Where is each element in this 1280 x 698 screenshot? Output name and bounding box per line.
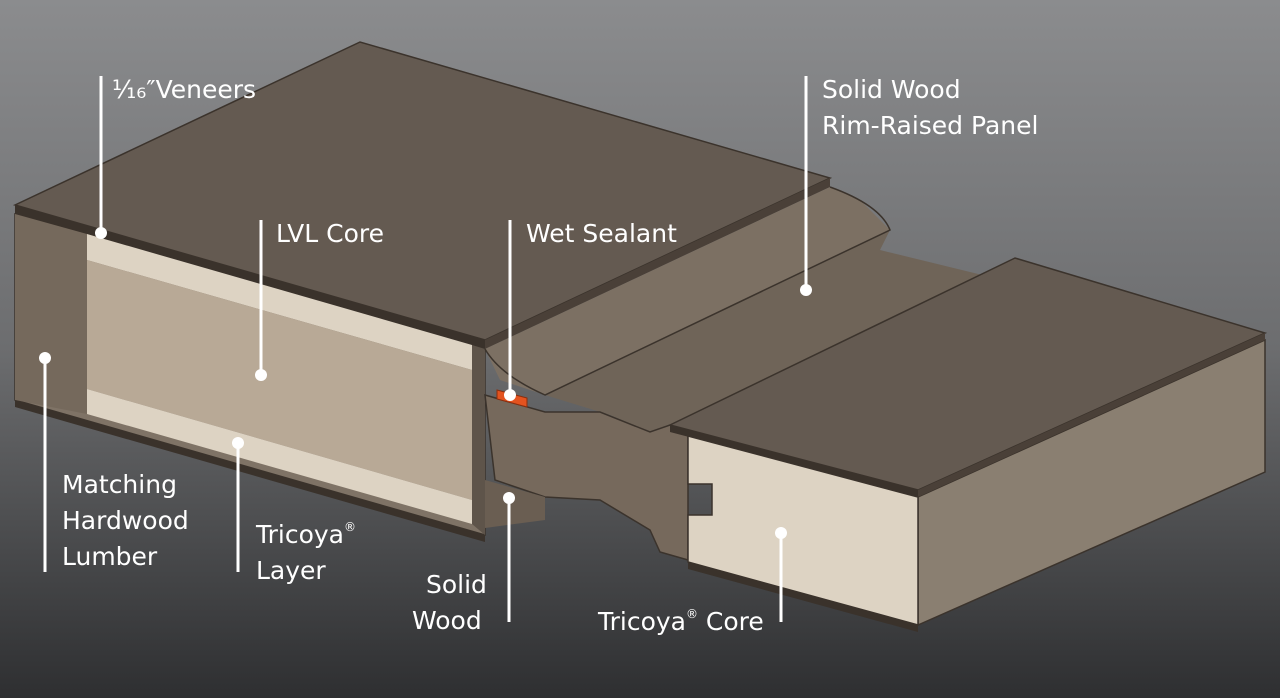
right-top-veneer-edge [670, 425, 918, 497]
lvl-core-dot [255, 369, 267, 381]
tricoya-layer-label: Tricoya® Layer [256, 509, 356, 589]
tricoya-layer-top [87, 234, 472, 370]
tricoya-core-registered-mark: ® [685, 607, 698, 621]
wet-sealant-label: Wet Sealant [526, 216, 677, 252]
solid-wood-label: Solid Wood [412, 567, 487, 639]
left-bottom-veneer [15, 400, 485, 542]
solid-wood-dot [503, 492, 515, 504]
right-side-veneer [918, 333, 1265, 497]
lvl-core-label: LVL Core [276, 216, 384, 252]
lvl-core [87, 260, 472, 500]
left-top-veneer-edge [15, 205, 485, 349]
tricoya-core-dot [775, 527, 787, 539]
tricoya-layer-dot [232, 437, 244, 449]
lvl-core-label-text: LVL Core [276, 219, 385, 248]
tricoya-layer-line-1: Tricoya® [256, 509, 356, 553]
solid-wood-line-1: Solid [426, 570, 487, 599]
solid-wood-line-2: Wood [412, 606, 482, 635]
veneers-dot [95, 227, 107, 239]
tricoya-layer-brand: Tricoya [256, 520, 344, 549]
left-groove [472, 345, 485, 535]
hardwood-lumber-band [15, 214, 87, 414]
tricoya-core-label: Tricoya® Core [598, 596, 764, 640]
solid-wood-panel-line-2: Rim-Raised Panel [822, 111, 1039, 140]
wet-sealant-dot [504, 389, 516, 401]
veneers-label-text: ¹⁄₁₆″Veneers [112, 75, 257, 104]
matching-hardwood-line-1: Matching [62, 470, 177, 499]
wet-sealant-label-text: Wet Sealant [526, 219, 677, 248]
matching-hardwood-label: Matching Hardwood Lumber [62, 467, 189, 575]
left-top-veneer-edge-right [485, 178, 830, 349]
panel-rim-edge [484, 186, 891, 396]
solid-wood-groove-lower [485, 480, 545, 528]
tricoya-layer-line-2: Layer [256, 556, 326, 585]
solid-wood-panel-dot [800, 284, 812, 296]
hardwood-dot [39, 352, 51, 364]
right-bottom-veneer [688, 562, 918, 632]
panel-field-top [545, 230, 1015, 432]
tricoya-core-suffix: Core [697, 607, 764, 636]
veneers-label: ¹⁄₁₆″Veneers [112, 72, 256, 108]
tricoya-layer-registered-mark: ® [343, 520, 356, 534]
matching-hardwood-line-3: Lumber [62, 542, 158, 571]
solid-wood-panel-line-1: Solid Wood [822, 75, 961, 104]
matching-hardwood-line-2: Hardwood [62, 506, 189, 535]
tricoya-core-brand: Tricoya [598, 607, 686, 636]
tricoya-layer-bottom [87, 389, 472, 524]
panel-rim-top [485, 187, 890, 395]
solid-wood-panel-label: Solid Wood Rim-Raised Panel [822, 72, 1038, 144]
